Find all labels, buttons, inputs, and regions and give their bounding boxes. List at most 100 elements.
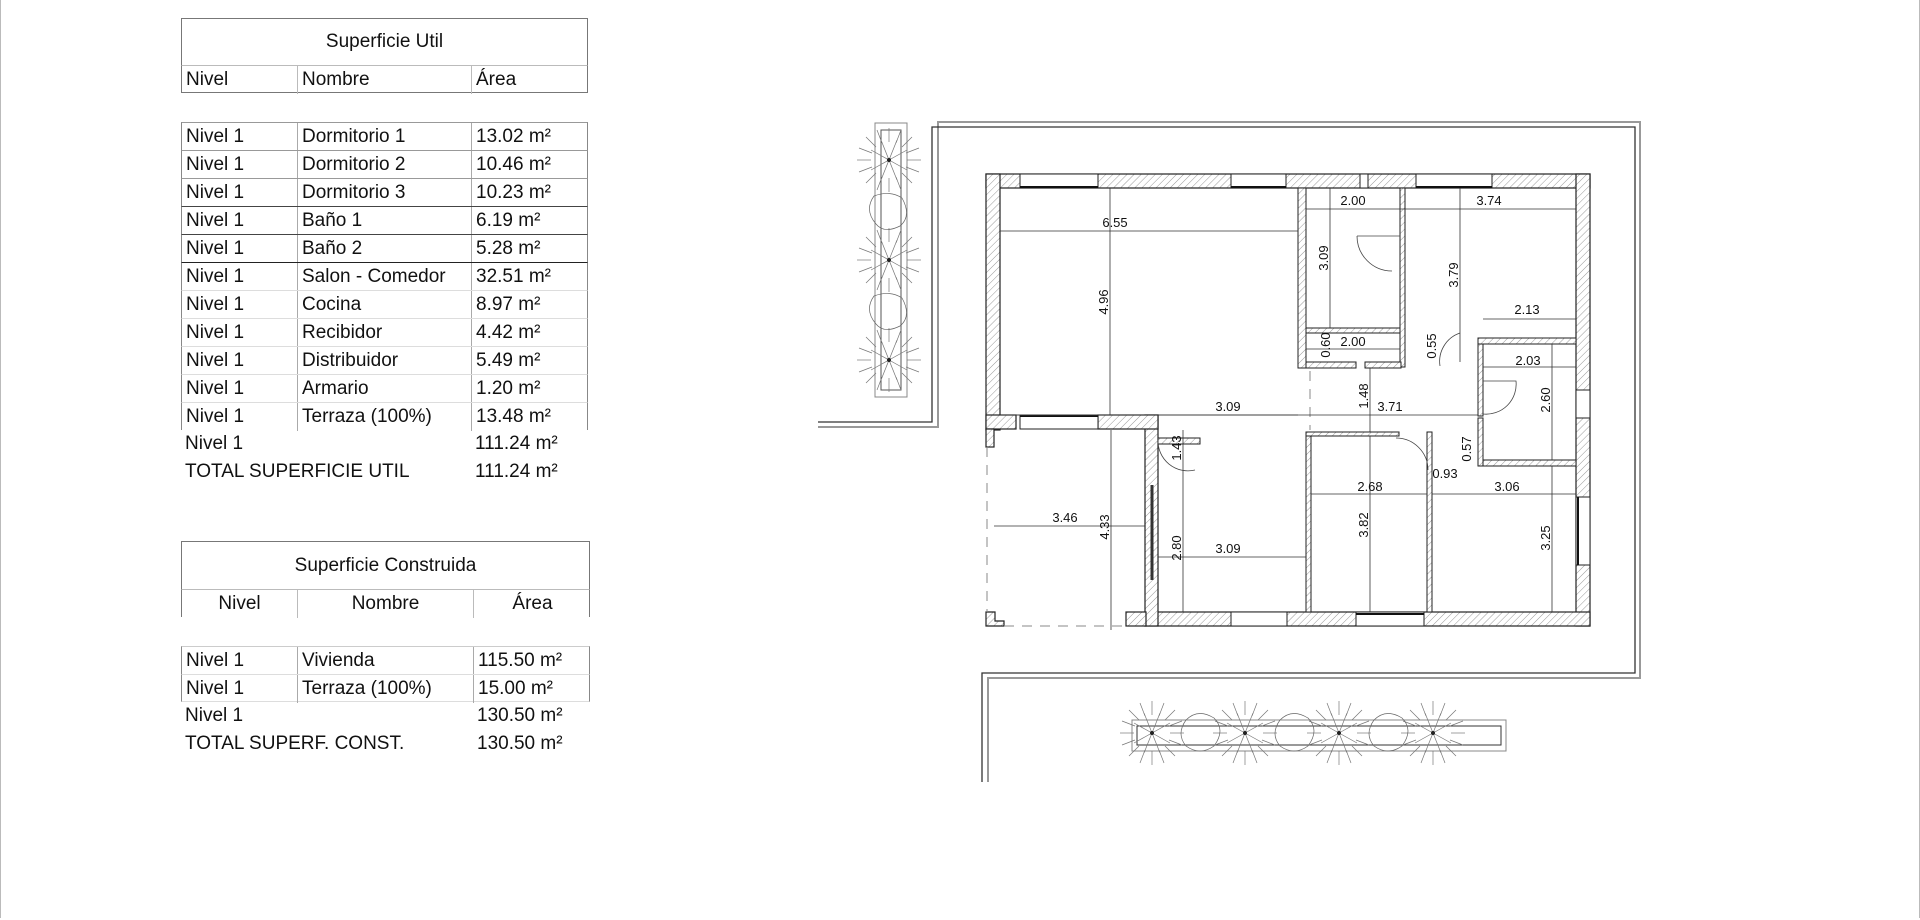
cell-nivel: Nivel 1 — [182, 403, 298, 431]
svg-text:0.93: 0.93 — [1432, 466, 1457, 481]
svg-text:1.48: 1.48 — [1356, 383, 1371, 408]
svg-text:3.09: 3.09 — [1215, 399, 1240, 414]
cell-nombre: Baño 2 — [298, 235, 472, 263]
svg-text:3.09: 3.09 — [1316, 245, 1331, 270]
svg-text:3.71: 3.71 — [1377, 399, 1402, 414]
table-row: Nivel 1 Terraza (100%) 13.48 m² — [181, 402, 588, 431]
subtotal-label: Nivel 1 — [185, 705, 244, 726]
interior-walls — [1157, 187, 1577, 613]
subtotal-area: 111.24 m² — [475, 433, 558, 454]
header-area: Área — [512, 593, 553, 614]
total-area: 111.24 m² — [475, 461, 558, 482]
cell-area: 5.49 m² — [476, 350, 541, 371]
windows — [1019, 173, 1591, 627]
table-row: Nivel 1 Vivienda 115.50 m² — [181, 646, 590, 675]
table-row: Nivel 1 Armario 1.20 m² — [181, 374, 588, 403]
cell-area: 115.50 m² — [478, 650, 563, 671]
svg-text:2.60: 2.60 — [1538, 387, 1553, 412]
total-label: TOTAL SUPERFICIE UTIL — [185, 461, 410, 482]
subtotal-row: Nivel 1 130.50 m² — [181, 702, 590, 730]
svg-text:0.60: 0.60 — [1318, 332, 1333, 357]
svg-text:6.55: 6.55 — [1102, 215, 1127, 230]
cell-area: 13.48 m² — [476, 406, 551, 427]
table-row: Nivel 1 Dormitorio 3 10.23 m² — [181, 178, 588, 207]
cell-area: 1.20 m² — [476, 378, 541, 399]
cell-nivel: Nivel 1 — [182, 347, 298, 375]
cell-nivel: Nivel 1 — [182, 235, 298, 263]
svg-text:2.13: 2.13 — [1514, 302, 1539, 317]
dimension-lines — [994, 188, 1576, 630]
doors — [1150, 235, 1517, 580]
header-nombre: Nombre — [298, 66, 472, 94]
cell-nivel: Nivel 1 — [182, 123, 298, 151]
table-row: Nivel 1 Baño 1 6.19 m² — [181, 206, 588, 235]
subtotal-area: 130.50 m² — [477, 705, 563, 726]
exterior-walls — [985, 173, 1591, 627]
cell-area: 8.97 m² — [476, 294, 541, 315]
svg-text:3.06: 3.06 — [1494, 479, 1519, 494]
total-area: 130.50 m² — [477, 733, 563, 754]
dimension-labels: 6.55 4.96 2.00 3.09 3.74 3.79 2.00 0.60 … — [1052, 193, 1553, 561]
svg-text:3.25: 3.25 — [1538, 525, 1553, 550]
svg-text:1.43: 1.43 — [1169, 435, 1184, 460]
planter-left — [856, 122, 922, 398]
cell-nombre: Dormitorio 2 — [298, 151, 472, 179]
svg-text:0.55: 0.55 — [1424, 333, 1439, 358]
terrace-boundary — [818, 121, 1641, 782]
svg-text:3.74: 3.74 — [1476, 193, 1501, 208]
schedule-header-row: Nivel Nombre Área — [181, 589, 590, 618]
cell-nombre: Terraza (100%) — [298, 675, 474, 703]
header-nivel: Nivel — [182, 66, 298, 94]
header-nivel: Nivel — [182, 590, 298, 618]
svg-text:3.82: 3.82 — [1356, 512, 1371, 537]
cell-nivel: Nivel 1 — [182, 319, 298, 347]
cell-nombre: Terraza (100%) — [298, 403, 472, 431]
cell-nombre: Distribuidor — [298, 347, 472, 375]
cell-nombre: Vivienda — [298, 647, 474, 675]
table-row: Nivel 1 Terraza (100%) 15.00 m² — [181, 674, 590, 703]
cell-nivel: Nivel 1 — [182, 375, 298, 403]
subtotal-label: Nivel 1 — [185, 433, 244, 454]
cell-nombre: Salon - Comedor — [298, 263, 472, 291]
svg-text:2.80: 2.80 — [1169, 535, 1184, 560]
cell-area: 4.42 m² — [476, 322, 541, 343]
total-row: TOTAL SUPERF. CONST. 130.50 m² — [181, 730, 590, 758]
cell-nivel: Nivel 1 — [182, 675, 298, 703]
cell-nivel: Nivel 1 — [182, 263, 298, 291]
cell-nivel: Nivel 1 — [182, 291, 298, 319]
cell-area: 32.51 m² — [476, 266, 551, 287]
table-row: Nivel 1 Distribuidor 5.49 m² — [181, 346, 588, 375]
table-row: Nivel 1 Dormitorio 1 13.02 m² — [181, 122, 588, 151]
cell-nombre: Dormitorio 3 — [298, 179, 472, 207]
cell-area: 10.23 m² — [476, 182, 551, 203]
schedule-title: Superficie Construida — [181, 541, 590, 590]
svg-text:0.57: 0.57 — [1459, 436, 1474, 461]
table-row: Nivel 1 Recibidor 4.42 m² — [181, 318, 588, 347]
svg-text:4.96: 4.96 — [1096, 289, 1111, 314]
svg-text:3.46: 3.46 — [1052, 510, 1077, 525]
svg-text:2.00: 2.00 — [1340, 334, 1365, 349]
cell-nombre: Baño 1 — [298, 207, 472, 235]
table-row: Nivel 1 Dormitorio 2 10.46 m² — [181, 150, 588, 179]
total-label: TOTAL SUPERF. CONST. — [185, 733, 405, 754]
cell-nombre: Cocina — [298, 291, 472, 319]
subtotal-row: Nivel 1 111.24 m² — [181, 430, 588, 458]
cell-area: 15.00 m² — [478, 678, 553, 699]
cell-nombre: Dormitorio 1 — [298, 123, 472, 151]
svg-text:4.33: 4.33 — [1097, 514, 1112, 539]
cell-nombre: Armario — [298, 375, 472, 403]
cell-nivel: Nivel 1 — [182, 207, 298, 235]
svg-text:3.79: 3.79 — [1446, 262, 1461, 287]
svg-text:2.03: 2.03 — [1515, 353, 1540, 368]
cell-nivel: Nivel 1 — [182, 179, 298, 207]
cell-nivel: Nivel 1 — [182, 151, 298, 179]
cell-nivel: Nivel 1 — [182, 647, 298, 675]
svg-text:3.09: 3.09 — [1215, 541, 1240, 556]
schedule-title: Superficie Util — [181, 18, 588, 66]
cell-area: 10.46 m² — [476, 154, 551, 175]
schedule-header-row: Nivel Nombre Área — [181, 65, 588, 94]
header-area: Área — [476, 69, 517, 90]
terraza-outline — [986, 371, 1311, 627]
cell-area: 6.19 m² — [476, 210, 541, 231]
